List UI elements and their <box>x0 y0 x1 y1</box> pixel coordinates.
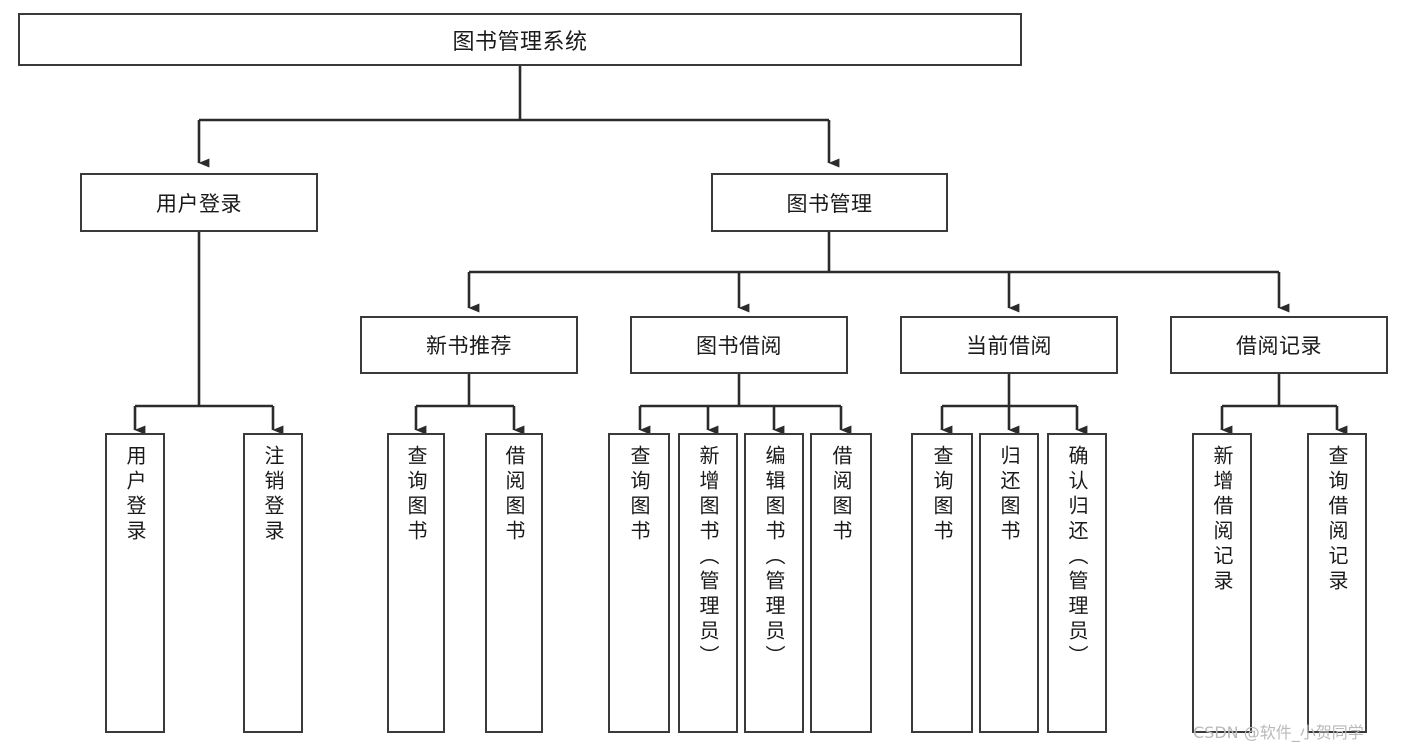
node-leaf-borrow-book-2[interactable]: 借阅图书 <box>810 433 872 733</box>
node-leaf-borrow-book-1[interactable]: 借阅图书 <box>485 433 543 733</box>
node-new-book-recommend-label: 新书推荐 <box>426 334 512 358</box>
node-leaf-edit-book-label: 编辑图书（管理员） <box>762 445 786 670</box>
node-leaf-add-book-label: 新增图书（管理员） <box>696 445 720 670</box>
node-leaf-add-book[interactable]: 新增图书（管理员） <box>678 433 738 733</box>
node-borrow-record-label: 借阅记录 <box>1236 334 1322 358</box>
node-leaf-edit-book[interactable]: 编辑图书（管理员） <box>744 433 804 733</box>
node-leaf-user-login-label: 用户登录 <box>123 445 147 545</box>
node-leaf-query-book-3-label: 查询图书 <box>930 445 954 545</box>
node-book-borrow-label: 图书借阅 <box>696 334 782 358</box>
node-leaf-confirm-return[interactable]: 确认归还（管理员） <box>1047 433 1107 733</box>
node-root[interactable]: 图书管理系统 <box>18 13 1022 66</box>
node-leaf-query-book-3[interactable]: 查询图书 <box>911 433 973 733</box>
node-new-book-recommend[interactable]: 新书推荐 <box>360 316 578 374</box>
node-leaf-borrow-book-1-label: 借阅图书 <box>502 445 526 545</box>
node-leaf-add-record-label: 新增借阅记录 <box>1210 445 1234 595</box>
node-leaf-add-record[interactable]: 新增借阅记录 <box>1192 433 1252 733</box>
node-leaf-query-book-2[interactable]: 查询图书 <box>608 433 670 733</box>
node-leaf-user-logout[interactable]: 注销登录 <box>243 433 303 733</box>
node-leaf-user-logout-label: 注销登录 <box>261 445 285 545</box>
node-book-management-label: 图书管理 <box>786 191 873 216</box>
node-book-management[interactable]: 图书管理 <box>711 173 948 232</box>
node-leaf-query-record[interactable]: 查询借阅记录 <box>1307 433 1367 733</box>
node-leaf-return-book[interactable]: 归还图书 <box>979 433 1039 733</box>
node-current-borrow[interactable]: 当前借阅 <box>900 316 1118 374</box>
node-borrow-record[interactable]: 借阅记录 <box>1170 316 1388 374</box>
node-leaf-query-book-1[interactable]: 查询图书 <box>387 433 445 733</box>
node-leaf-confirm-return-label: 确认归还（管理员） <box>1065 445 1089 670</box>
node-leaf-query-book-1-label: 查询图书 <box>404 445 428 545</box>
node-root-label: 图书管理系统 <box>452 29 588 55</box>
node-leaf-user-login[interactable]: 用户登录 <box>105 433 165 733</box>
node-leaf-borrow-book-2-label: 借阅图书 <box>829 445 853 545</box>
node-book-borrow[interactable]: 图书借阅 <box>630 316 848 374</box>
node-leaf-return-book-label: 归还图书 <box>997 445 1021 545</box>
node-leaf-query-book-2-label: 查询图书 <box>627 445 651 545</box>
node-user-login[interactable]: 用户登录 <box>80 173 318 232</box>
node-current-borrow-label: 当前借阅 <box>966 334 1052 358</box>
node-user-login-label: 用户登录 <box>156 191 242 216</box>
node-leaf-query-record-label: 查询借阅记录 <box>1325 445 1349 595</box>
